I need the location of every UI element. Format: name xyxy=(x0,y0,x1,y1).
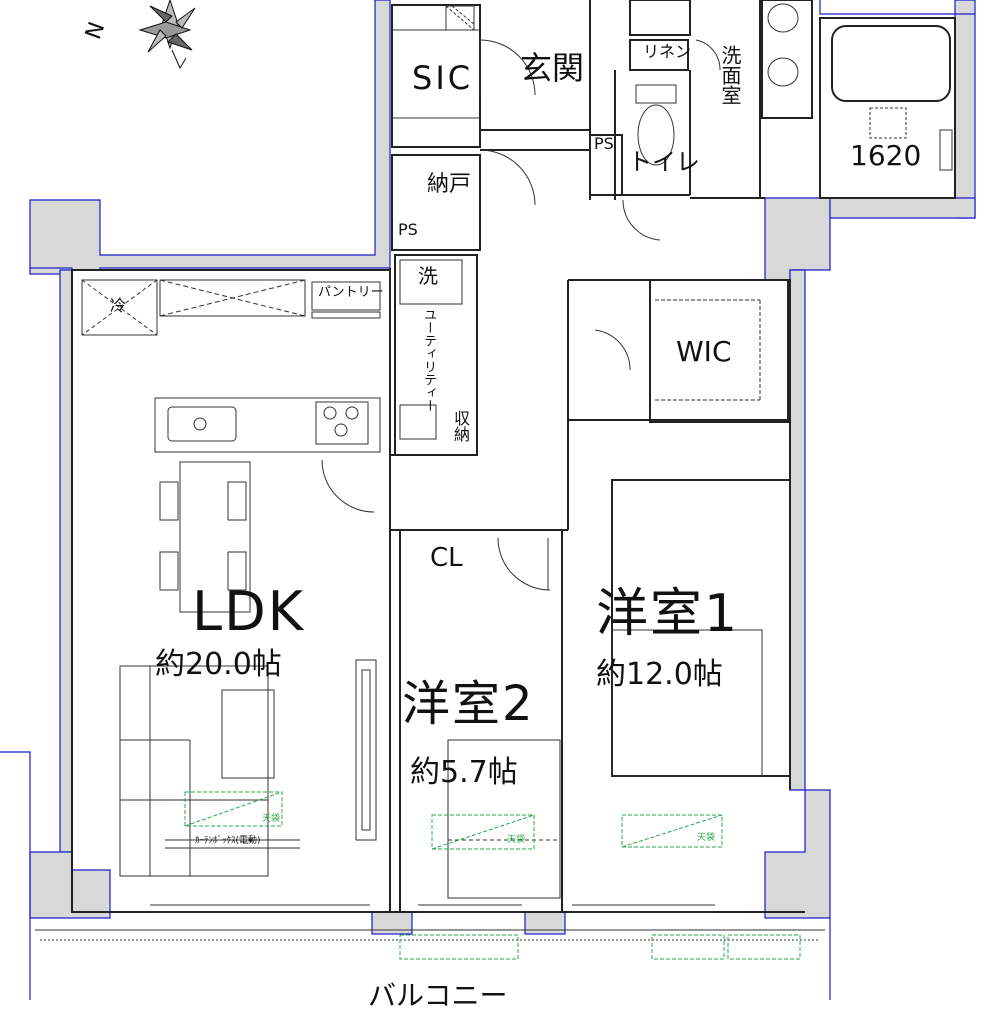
room-ps1-label: PS xyxy=(398,220,418,239)
room-linen-name: リネン xyxy=(643,42,692,61)
room-pantry-name: パントリー xyxy=(318,285,384,300)
room-ldk-area: 約20.0帖 xyxy=(155,647,282,682)
room-utility-name: ユーティリティー xyxy=(421,308,436,412)
compass-icon xyxy=(138,0,196,70)
curtain-box-label: ｶｰﾃﾝﾎﾞｯｸｽ(電動) xyxy=(195,836,261,846)
wall-top-corner xyxy=(29,0,391,271)
room-shuno-label: 収納 xyxy=(451,410,470,442)
room-western2-area: 約5.7帖 xyxy=(410,755,518,790)
column-bottom-left xyxy=(29,851,111,919)
room-storage-name: 納戸 xyxy=(427,172,472,197)
ceiling-storage-label-2: 天袋 xyxy=(507,835,526,845)
room-sic-name: SIC xyxy=(412,59,474,97)
room-entrance-name: 玄関 xyxy=(520,49,585,87)
column-right-top xyxy=(764,197,831,281)
structural-walls xyxy=(29,0,976,935)
room-western1-area: 約12.0帖 xyxy=(596,657,723,692)
ceiling-storage-label-1: 天袋 xyxy=(262,814,281,824)
room-ps2-label: PS xyxy=(594,134,614,153)
pillar-1 xyxy=(371,911,413,935)
ceiling-storage-label-3: 天袋 xyxy=(697,833,716,843)
fridge-label: 冷 xyxy=(110,296,127,315)
interior-walls xyxy=(71,0,956,913)
room-washer-label: 洗 xyxy=(418,264,438,288)
wall-bath-right xyxy=(954,0,976,219)
detail-lines xyxy=(35,3,953,941)
pillar-2 xyxy=(524,911,566,935)
room-western2-name: 洋室2 xyxy=(402,676,535,732)
exterior-lines xyxy=(0,0,975,1000)
wall-bath-bottom xyxy=(829,197,976,219)
room-wic-name: WIC xyxy=(676,335,732,368)
room-toilet-name: トイレ xyxy=(628,148,700,176)
room-bath-name: 1620 xyxy=(850,139,922,172)
balcony-label: バルコニー xyxy=(368,979,508,1012)
door-swings xyxy=(321,39,721,591)
room-cl-name: CL xyxy=(430,543,463,573)
ceiling-storage xyxy=(184,791,801,960)
room-ldk-name: LDK xyxy=(192,580,306,643)
column-bottom-right xyxy=(764,789,831,919)
room-western1-name: 洋室1 xyxy=(596,584,740,644)
room-washroom-name: 洗面室 xyxy=(718,45,742,105)
wall-left-long xyxy=(59,269,73,853)
wall-right xyxy=(789,269,806,791)
